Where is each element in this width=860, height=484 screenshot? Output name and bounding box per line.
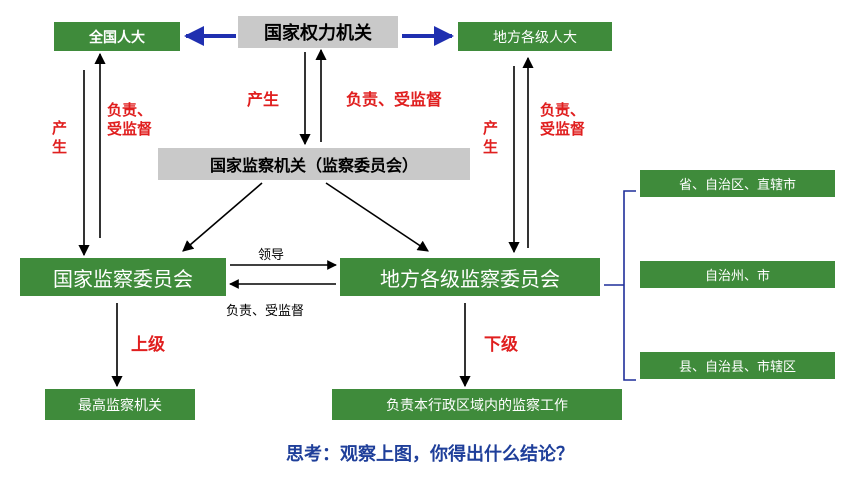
list-item-province: 省、自治区、直辖市 — [640, 170, 835, 197]
node-state-power-organ: 国家权力机关 — [238, 16, 398, 48]
node-state-supervision-organ: 国家监察机关（监察委员会） — [158, 148, 470, 180]
label-responsible-left: 负责、受监督 — [107, 101, 153, 138]
node-local-supervisory-commission: 地方各级监察委员会 — [340, 258, 600, 296]
label-produce-left: 产生 — [52, 119, 68, 156]
brace — [623, 190, 636, 381]
list-item-county: 县、自治县、市辖区 — [640, 352, 835, 379]
node-local-peoples-congress: 地方各级人大 — [458, 22, 612, 51]
node-regional-supervision-work: 负责本行政区域内的监察工作 — [332, 389, 622, 420]
node-highest-supervision-organ: 最高监察机关 — [45, 389, 195, 420]
label-subordinate: 下级 — [484, 335, 518, 355]
label-responsible-middle: 负责、受监督 — [346, 90, 443, 109]
node-national-supervisory-commission: 国家监察委员会 — [20, 258, 226, 296]
node-national-peoples-congress: 全国人大 — [54, 22, 180, 51]
arrow-supervision-to-nsc — [182, 182, 263, 252]
label-responsible-supervised: 负责、受监督 — [226, 304, 305, 319]
list-item-prefecture: 自治州、市 — [640, 261, 835, 288]
question-text: 思考：观察上图，你得出什么结论？ — [286, 444, 574, 465]
label-lead: 领导 — [258, 248, 285, 263]
label-responsible-right: 负责、受监督 — [540, 101, 586, 138]
label-produce-middle: 产生 — [247, 90, 280, 109]
label-produce-right: 产生 — [483, 119, 499, 156]
arrow-supervision-to-lsc — [325, 182, 429, 252]
label-superior: 上级 — [131, 335, 165, 355]
